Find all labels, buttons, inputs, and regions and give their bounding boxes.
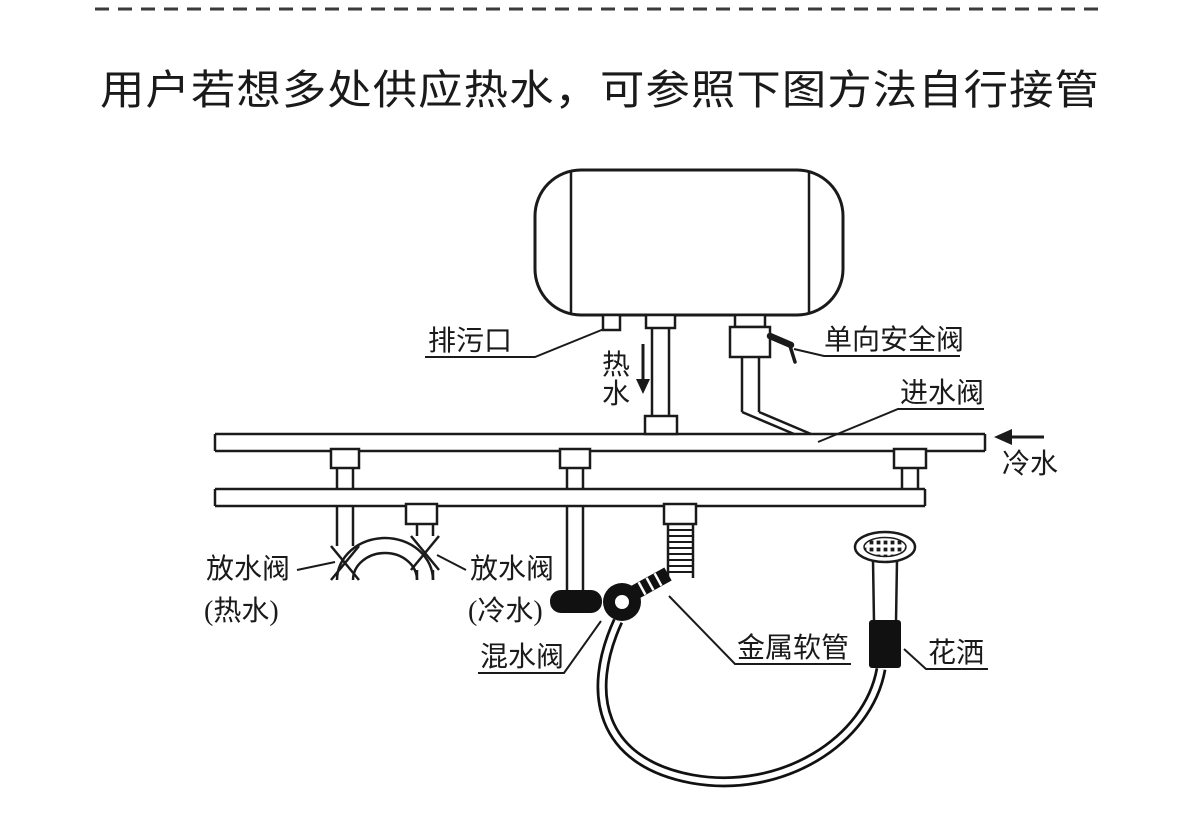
leader-lines [296,328,988,674]
shower-handle [871,558,899,624]
mixing-valve-hub [615,595,629,609]
label-safety-valve: 单向安全阀 [824,324,964,356]
leader-metal-hose [668,595,851,665]
inlet-collar [733,313,767,329]
tee-hot-right-drop [892,447,928,470]
corrugated-ribs [668,529,693,573]
coupling-rib-3 [653,572,663,587]
tee-cold-hose [662,502,698,526]
shower-hose [596,618,887,788]
loop-outer-bend [335,536,435,581]
pipe-network [213,328,987,592]
mixing-valve [550,567,672,621]
water-heater-tank [533,168,845,317]
shower-hose-inner [599,619,884,785]
label-hot-water-bottom: 水 [602,378,630,410]
leader-drain-outlet [425,328,605,358]
leader-inlet-valve [817,408,984,443]
tee-hot-from-tank [643,414,679,436]
leader-safety-valve [793,348,960,357]
label-drain-valve-cold-sub: (冷水) [468,595,543,627]
page-title: 用户若想多处供应热水，可参照下图方法自行接管 [100,67,1100,113]
safety-valve-lever [766,332,797,364]
shower-grip [869,620,901,668]
safety-valve-body [728,325,772,359]
label-mixing-valve: 混水阀 [480,641,564,673]
tee-cold-left [404,502,439,526]
leader-drain-valve-cold [436,554,467,571]
label-drain-valve-hot-sub: (热水) [204,595,279,627]
label-drain-valve-cold: 放水阀 [470,553,554,585]
shower-nozzle-grid [863,536,907,558]
leader-mixing-valve [478,620,602,674]
hose-coupling-ribs [637,572,663,596]
hot-outlet-collar [644,313,677,330]
drain-loop [330,468,440,581]
lever-tail [788,344,797,364]
coupling-rib-1 [637,581,647,596]
drain-valve-cold-symbol [410,535,440,571]
label-shower: 花洒 [928,637,984,669]
shower-head [853,530,917,668]
corrugated-hose [666,524,695,578]
tank-hot-outlet-pipe [650,328,671,416]
label-inlet-valve: 进水阀 [900,377,984,409]
label-drain-valve-hot: 放水阀 [206,553,290,585]
label-cold-water: 冷水 [1002,448,1058,480]
leader-drain-valve-hot [296,561,336,571]
coupling-rib-2 [645,577,655,591]
inlet-diagonal-left [741,410,795,436]
lever-arm [766,332,795,349]
leader-shower [903,648,988,670]
label-hot-water-top: 热 [602,349,630,381]
down-arrow-icon [636,379,650,394]
mixing-valve-drop-pipe [565,468,585,592]
inlet-diagonal-right [758,410,812,436]
mixing-valve-handle [550,590,602,613]
tank-inlet-pipe [740,357,812,436]
left-arrow-icon [994,429,1012,445]
tee-hot-mixing [558,447,592,470]
loop-inner-bend [351,551,419,581]
cold-water-pipe [213,487,927,508]
label-metal-hose: 金属软管 [737,632,849,664]
tee-hot-left [329,447,361,470]
flow-arrows [636,344,1044,445]
labels: 排污口 热 水 单向安全阀 进水阀 冷水 放水阀 (热水) 放水阀 (冷水) 混… [204,324,1058,673]
pipe-fittings [329,313,928,526]
right-drop-pipe [900,468,920,489]
label-drain-outlet: 排污口 [428,325,512,357]
tank-body [533,168,845,317]
drain-port [601,313,622,332]
